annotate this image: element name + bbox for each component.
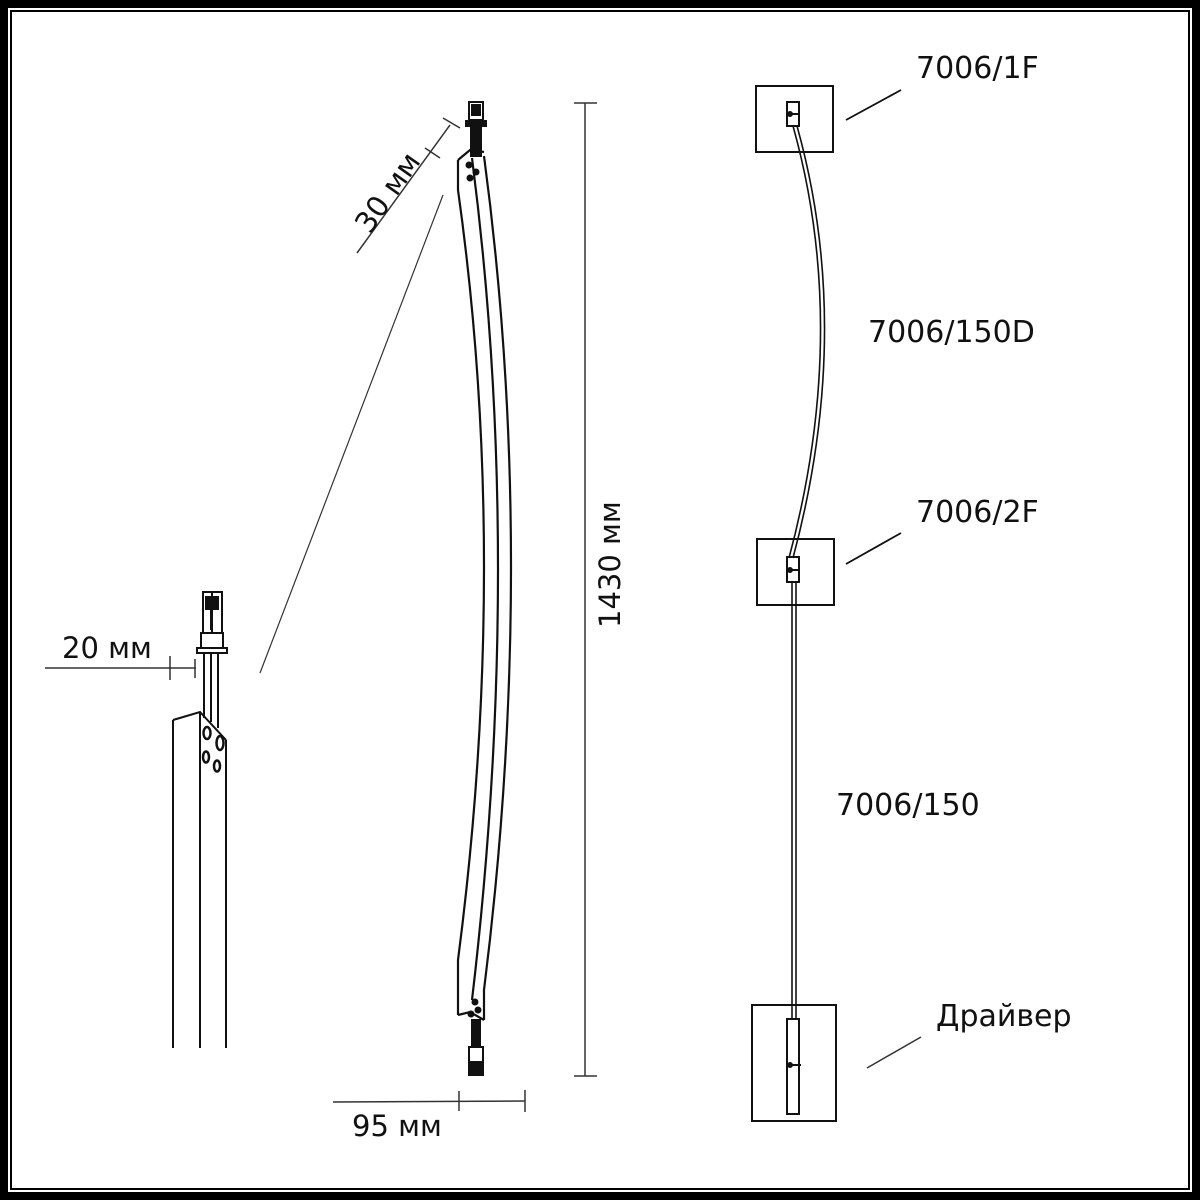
lamp-bottom-connector bbox=[467, 998, 484, 1076]
dimension-1430mm bbox=[574, 102, 597, 1077]
straight-cable bbox=[791, 582, 797, 1019]
profile-detail bbox=[172, 591, 228, 1048]
dimension-30mm-label: 30 мм bbox=[348, 146, 427, 239]
driver-label: Драйвер bbox=[936, 999, 1072, 1034]
lamp-top-connector bbox=[465, 101, 487, 182]
dimension-20mm bbox=[45, 656, 196, 680]
dimension-95mm bbox=[332, 1090, 526, 1112]
flexible-cable-label: 7006/150D bbox=[868, 315, 1035, 350]
top-mount-leader bbox=[845, 89, 902, 121]
top-mount-label: 7006/1F bbox=[916, 51, 1039, 86]
dimension-30mm bbox=[356, 117, 461, 254]
straight-cable-label: 7006/150 bbox=[836, 788, 980, 823]
middle-mount-leader bbox=[845, 532, 902, 565]
driver-box bbox=[751, 1004, 837, 1122]
top-mount-7006-1F bbox=[755, 85, 834, 153]
flexible-cable bbox=[788, 125, 826, 559]
dimension-95mm-label: 95 мм bbox=[352, 1109, 442, 1143]
dimension-1430mm-label: 1430 мм bbox=[593, 501, 627, 628]
inner-frame bbox=[10, 10, 1190, 1190]
detail-leader-line bbox=[259, 194, 444, 674]
curved-lamp-body bbox=[456, 148, 513, 1021]
dimension-20mm-label: 20 мм bbox=[62, 631, 152, 665]
driver-leader bbox=[866, 1036, 922, 1069]
middle-mount-label: 7006/2F bbox=[916, 495, 1039, 530]
